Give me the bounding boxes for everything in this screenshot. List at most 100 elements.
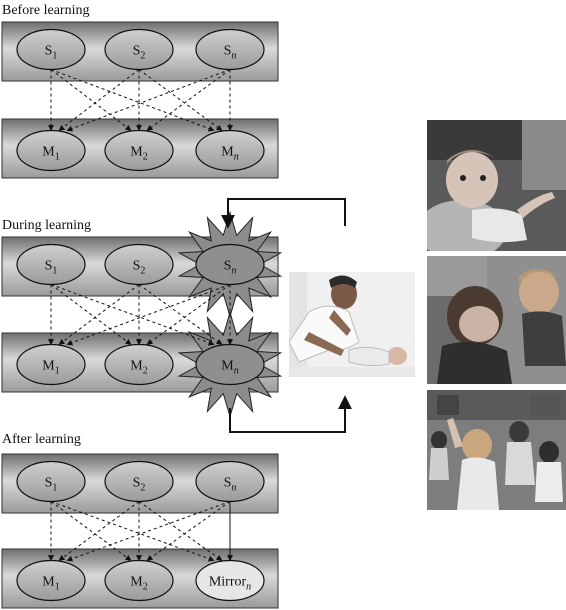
sensory-node-1-during-label-sub: 1: [52, 266, 57, 277]
sensory-node-1-before-label-sub: 1: [52, 51, 57, 62]
motor-node-1-before-ellipse: [16, 129, 86, 172]
motor-node-2-during-label-sub: 2: [143, 366, 148, 377]
children-group-imitation-photo: [427, 390, 566, 510]
adult-imitating-infant-photo: [289, 272, 415, 377]
sensory-node-2-during: S2: [104, 243, 174, 286]
motor-node-2-during: M2: [104, 343, 174, 386]
sensory-node-3-during-ellipse: [195, 243, 265, 286]
motor-node-2-before-label: M2: [130, 145, 147, 163]
sensory-node-3-before-label: Sn: [224, 44, 237, 62]
sensory-node-3-before-label-base: S: [224, 44, 232, 59]
sensory-node-3-during-label-sub: n: [231, 266, 236, 277]
section-title-during: During learning: [2, 218, 91, 233]
sensory-node-1-after: S1: [16, 460, 86, 503]
connection-s3-m1-after: [66, 501, 231, 562]
connection-s1-m3-before: [50, 69, 215, 132]
connections-during: [48, 284, 233, 346]
motor-node-2-after: M2: [104, 559, 174, 602]
section-title-after: After learning: [2, 432, 81, 447]
sensory-node-3-after-label-sub: n: [231, 483, 236, 494]
motor-node-2-after-label-base: M: [130, 575, 143, 590]
feedback-loop-arrows: [221, 198, 352, 433]
sensory-node-3-during: Sn: [195, 243, 265, 286]
connection-s1-m3-during: [50, 284, 215, 346]
sensory-node-2-during-label-base: S: [133, 259, 141, 274]
connection-s1-m2-before: [50, 69, 132, 131]
sensory-node-2-during-label-sub: 2: [140, 266, 145, 277]
connection-s2-m1-before: [58, 69, 140, 131]
sensory-node-2-after-label-sub: 2: [140, 483, 145, 494]
motor-node-3-during: Mn: [195, 343, 265, 386]
sensory-node-3-after-label-base: S: [224, 476, 232, 491]
sensory-node-1-before-ellipse: [16, 28, 86, 71]
sensory-node-1-after-label-sub: 1: [52, 483, 57, 494]
motor-node-1-after-label: M1: [42, 575, 59, 593]
sensory-node-1-after-ellipse: [16, 460, 86, 503]
motor-node-3-before-label: Mn: [221, 145, 238, 163]
motor-node-3-after: Mirrorn: [195, 559, 265, 602]
motor-node-3-during-label-sub: n: [234, 366, 239, 377]
connection-s2-m3-before: [138, 69, 223, 131]
motor-node-3-during-label: Mn: [221, 359, 238, 377]
motor-node-1-during-label: M1: [42, 359, 59, 377]
sensory-node-3-after: Sn: [195, 460, 265, 503]
connection-s3-m2-after: [146, 501, 231, 561]
toddlers-mirror-photo: [427, 256, 566, 384]
sensory-node-1-during-ellipse: [16, 243, 86, 286]
motor-node-1-before-label-sub: 1: [55, 152, 60, 163]
sensory-node-3-during-label: Sn: [224, 259, 237, 277]
sensory-node-2-after-label-base: S: [133, 476, 141, 491]
motor-node-2-after-label-sub: 2: [143, 582, 148, 593]
motor-node-1-before: M1: [16, 129, 86, 172]
sensory-node-2-after-label: S2: [133, 476, 146, 494]
connection-s3-m1-before: [66, 69, 231, 132]
sensory-node-1-before: S1: [16, 28, 86, 71]
motor-node-1-before-label: M1: [42, 145, 59, 163]
motor-node-2-during-ellipse: [104, 343, 174, 386]
connection-s1-m2-after: [50, 501, 132, 561]
motor-node-2-after-ellipse: [104, 559, 174, 602]
motor-node-1-after-label-base: M: [42, 575, 55, 590]
sensory-node-3-before-label-sub: n: [231, 51, 236, 62]
sensory-node-2-before: S2: [104, 28, 174, 71]
motor-node-1-during-label-sub: 1: [55, 366, 60, 377]
feedback-arrow-bottom: [229, 395, 352, 433]
connection-s2-m3-during: [138, 284, 223, 345]
sensory-node-2-after: S2: [104, 460, 174, 503]
feedback-arrow-top: [221, 198, 346, 229]
motor-node-1-during: M1: [16, 343, 86, 386]
connection-s2-m1-during: [58, 284, 140, 345]
section-title-before: Before learning: [2, 3, 89, 18]
motor-node-2-before-label-base: M: [130, 145, 143, 160]
sensory-node-2-before-ellipse: [104, 28, 174, 71]
sensory-node-3-after-label: Sn: [224, 476, 237, 494]
connection-s2-m3-after: [138, 501, 223, 561]
connection-s1-m2-during: [50, 284, 132, 345]
connection-s3-m2-before: [146, 69, 231, 131]
motor-node-2-during-label-base: M: [130, 359, 143, 374]
connection-s2-m1-after: [58, 501, 140, 561]
motor-node-3-after-label: Mirrorn: [209, 575, 251, 593]
sensory-node-2-before-label: S2: [133, 44, 146, 62]
sensory-node-3-during-label-base: S: [224, 259, 232, 274]
sensory-node-2-during-ellipse: [104, 243, 174, 286]
sensory-node-3-before-ellipse: [195, 28, 265, 71]
motor-node-2-after-label: M2: [130, 575, 147, 593]
motor-node-3-during-ellipse: [195, 343, 265, 386]
sensory-node-2-during-label: S2: [133, 259, 146, 277]
connections-after: [48, 501, 233, 562]
motor-node-1-after: M1: [16, 559, 86, 602]
motor-node-2-before-label-sub: 2: [143, 152, 148, 163]
motor-node-3-after-label-base: Mirror: [209, 575, 247, 590]
motor-node-2-before-ellipse: [104, 129, 174, 172]
sensory-node-1-during: S1: [16, 243, 86, 286]
motor-node-1-before-label-base: M: [42, 145, 55, 160]
motor-node-1-after-label-sub: 1: [55, 582, 60, 593]
connection-s3-m1-during: [66, 284, 231, 346]
sensory-node-1-after-label: S1: [45, 476, 58, 494]
connections-before: [48, 69, 233, 132]
